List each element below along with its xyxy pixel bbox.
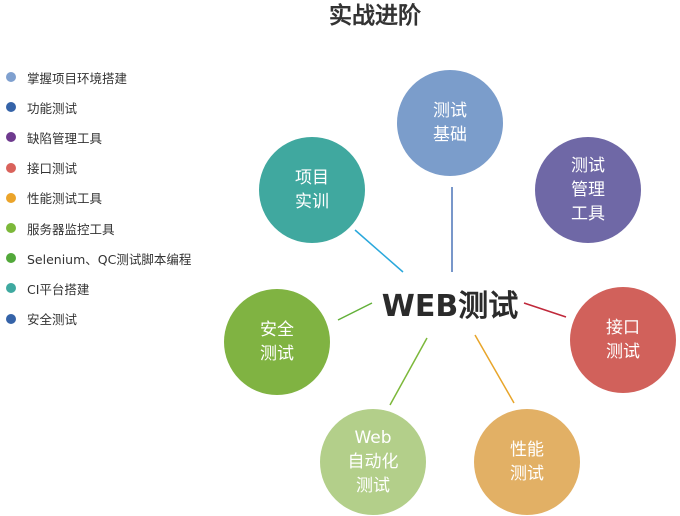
legend-label: 掌握项目环境搭建	[27, 70, 128, 86]
legend-item: 安全测试	[6, 309, 77, 329]
legend-label: 安全测试	[27, 312, 78, 328]
legend-item: CI平台搭建	[6, 278, 89, 298]
legend-item: 性能测试工具	[6, 188, 102, 208]
node-security-testing: 安全 测试	[224, 289, 330, 395]
legend-item: 服务器监控工具	[6, 218, 115, 238]
legend-item: 功能测试	[6, 97, 77, 117]
center-topic: WEB测试	[381, 289, 519, 324]
node-api-testing: 接口 测试	[570, 287, 676, 393]
legend-item: Selenium、QC测试脚本编程	[6, 248, 191, 268]
node-performance-testing: 性能 测试	[474, 409, 580, 515]
legend-item: 接口测试	[6, 158, 77, 178]
node-test-basics: 测试 基础	[397, 70, 503, 176]
legend-label: 性能测试工具	[27, 191, 103, 207]
legend-dot-icon	[6, 192, 16, 203]
connector-line-performance	[474, 334, 515, 404]
legend-dot-icon	[6, 223, 16, 233]
node-project-training: 项目 实训	[259, 137, 365, 243]
connector-line-project	[354, 229, 404, 273]
diagram-title: 实战进阶	[329, 3, 421, 29]
legend-label: 缺陷管理工具	[27, 130, 103, 146]
legend-label: Selenium、QC测试脚本编程	[27, 251, 192, 267]
legend-item: 缺陷管理工具	[6, 127, 102, 147]
legend-dot-icon	[6, 253, 16, 264]
legend-dot-icon	[6, 283, 16, 294]
node-web-automation-testing: Web 自动化 测试	[320, 409, 426, 515]
legend-label: 服务器监控工具	[27, 221, 115, 237]
legend-label: 功能测试	[27, 100, 78, 116]
legend-dot-icon	[6, 102, 16, 113]
legend-item: 掌握项目环境搭建	[6, 67, 127, 87]
legend-label: 接口测试	[27, 161, 78, 177]
legend-dot-icon	[6, 132, 16, 143]
legend-dot-icon	[6, 72, 16, 82]
connector-line-api	[523, 302, 567, 318]
connector-line-security	[337, 302, 373, 321]
legend-label: CI平台搭建	[27, 281, 90, 297]
legend-dot-icon	[6, 162, 16, 173]
legend-dot-icon	[6, 313, 16, 324]
connector-line-automation	[389, 337, 428, 406]
node-test-management-tools: 测试 管理 工具	[535, 137, 641, 243]
